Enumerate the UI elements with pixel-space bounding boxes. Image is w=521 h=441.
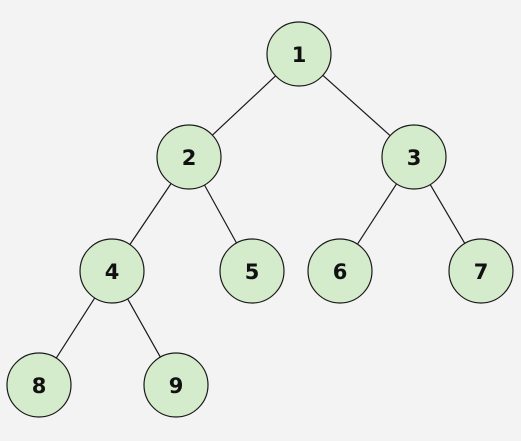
node-label: 3 (407, 146, 422, 170)
node-label: 9 (169, 374, 184, 398)
node-label: 4 (105, 260, 120, 284)
node-circle (448, 238, 514, 304)
node-circle (381, 124, 447, 190)
tree-nodes: 1 2 3 4 5 6 7 8 9 (6, 21, 514, 418)
tree-node-7: 7 (448, 238, 514, 304)
node-circle (219, 238, 285, 304)
node-circle (6, 352, 72, 418)
tree-node-3: 3 (381, 124, 447, 190)
node-label: 7 (474, 260, 489, 284)
node-circle (79, 238, 145, 304)
edge-1-3 (322, 74, 391, 137)
node-label: 8 (32, 374, 47, 398)
tree-edges (55, 74, 466, 359)
tree-node-6: 6 (307, 238, 373, 304)
tree-node-9: 9 (143, 352, 209, 418)
tree-node-8: 8 (6, 352, 72, 418)
node-circle (156, 124, 222, 190)
tree-node-1: 1 (266, 21, 332, 87)
node-label: 5 (245, 260, 260, 284)
node-circle (266, 21, 332, 87)
node-label: 2 (182, 146, 197, 170)
edge-4-8 (55, 297, 96, 359)
node-label: 1 (292, 43, 307, 67)
node-label: 6 (333, 260, 348, 284)
edge-3-7 (429, 184, 466, 244)
tree-node-4: 4 (79, 238, 145, 304)
tree-node-2: 2 (156, 124, 222, 190)
edge-3-6 (356, 183, 398, 245)
edge-2-4 (129, 183, 172, 245)
edge-4-9 (127, 298, 161, 358)
node-circle (307, 238, 373, 304)
tree-node-5: 5 (219, 238, 285, 304)
edge-1-2 (211, 75, 277, 136)
edge-2-5 (203, 184, 238, 244)
node-circle (143, 352, 209, 418)
